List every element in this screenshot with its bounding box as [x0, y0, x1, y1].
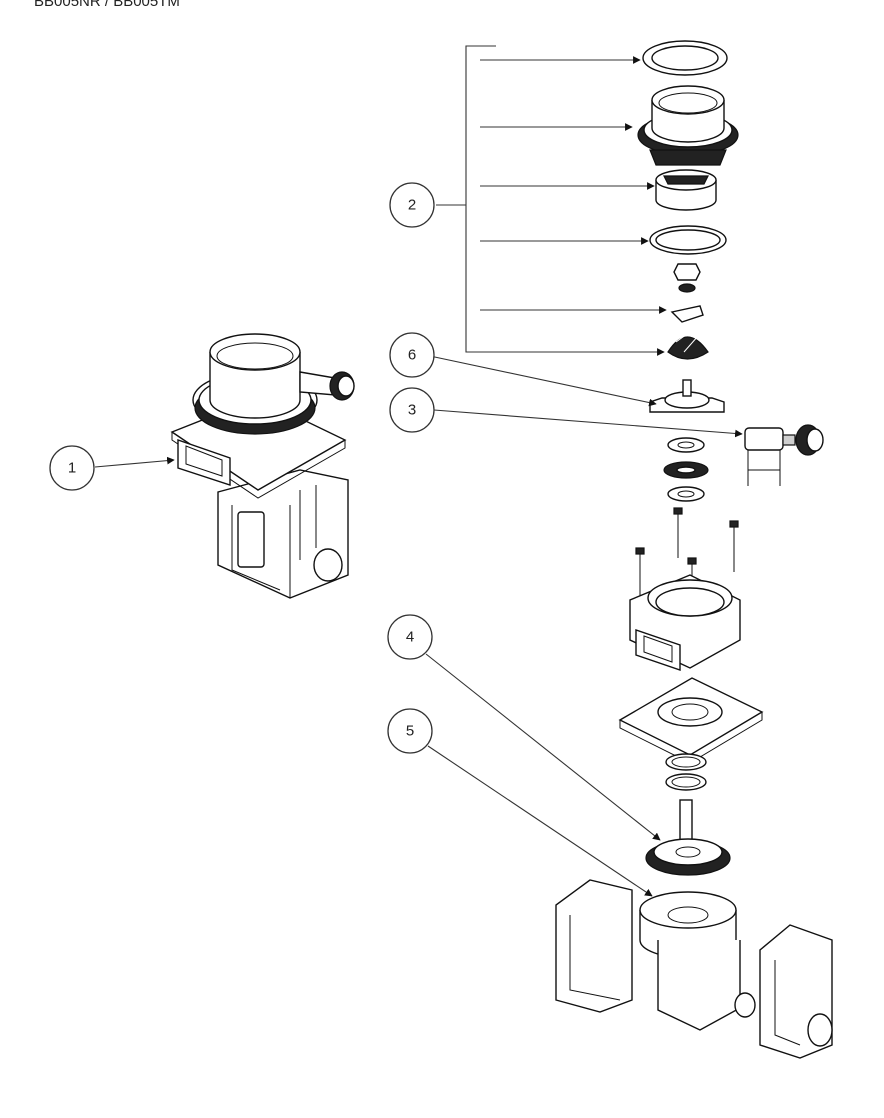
callout-6: 6 [389, 332, 435, 378]
callout-2: 2 [389, 182, 435, 228]
callout-3-label: 3 [408, 402, 416, 419]
callout-4: 4 [387, 614, 433, 660]
callout-2-label: 2 [408, 197, 416, 214]
assembled-grinder [170, 333, 355, 599]
exploded-parts-stack [555, 40, 833, 1059]
model-header: BB005NR / BB005TM [34, 0, 180, 10]
callout-3: 3 [389, 387, 435, 433]
leader-lines [94, 45, 743, 897]
bracket-2 [465, 45, 496, 353]
callout-1: 1 [49, 445, 95, 491]
callout-1-label: 1 [68, 460, 76, 477]
callout-6-label: 6 [408, 347, 416, 364]
callout-5-label: 5 [406, 723, 414, 740]
callout-4-label: 4 [406, 629, 414, 646]
callout-5: 5 [387, 708, 433, 754]
